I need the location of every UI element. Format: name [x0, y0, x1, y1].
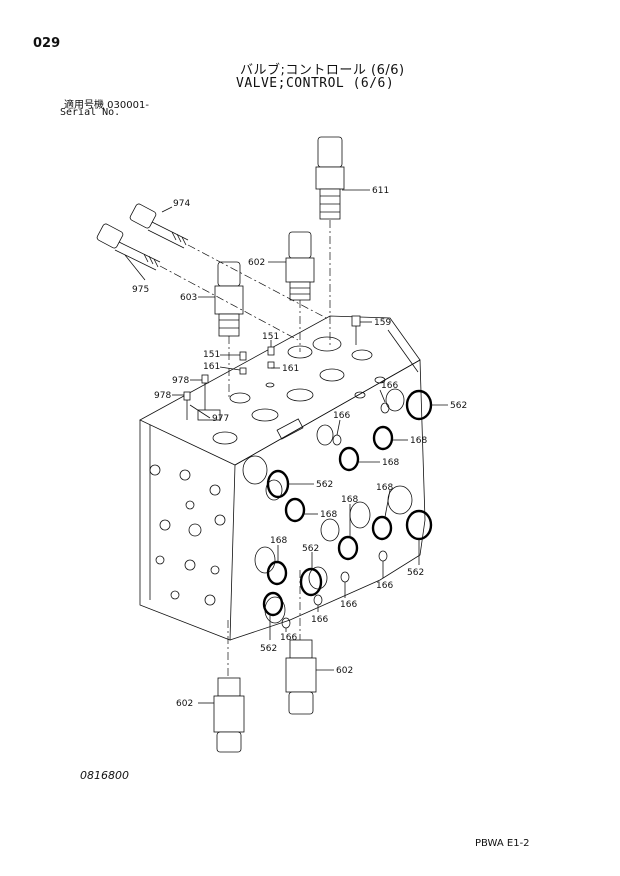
small-hardware: [183, 315, 361, 420]
label-166-bottom: 166: [280, 633, 297, 643]
o-ring-168-mid: [338, 446, 360, 472]
label-978-lower: 978: [154, 391, 171, 401]
label-611: 611: [372, 186, 389, 196]
label-602-upper: 602: [248, 258, 265, 268]
label-166-right: 166: [376, 581, 393, 591]
page-code: PBWA E1-2: [475, 838, 530, 849]
serial-label-japanese: 適用号機 030001-: [64, 100, 149, 111]
title-english: VALVE;CONTROL (6/6): [236, 76, 395, 91]
label-151-right: 151: [262, 332, 279, 342]
label-151-left: 151: [203, 350, 220, 360]
label-562-center: 562: [302, 544, 319, 554]
label-166-upper: 166: [381, 381, 398, 391]
label-975: 975: [132, 285, 149, 295]
label-159: 159: [374, 318, 391, 328]
o-ring-168-right: [371, 515, 393, 541]
label-168-center: 168: [341, 495, 358, 505]
label-974: 974: [173, 199, 190, 209]
label-168-right: 168: [376, 483, 393, 493]
label-166-center: 166: [340, 600, 357, 610]
o-ring-562-right: [405, 509, 433, 541]
o-ring-168-left: [284, 497, 306, 523]
valve-602-lower-left: [213, 620, 245, 753]
label-602-lower-right: 602: [336, 666, 353, 676]
part-labels: 611 974 975 602 603 159 151 151 161 161 …: [132, 186, 467, 709]
label-168-upper: 168: [410, 436, 427, 446]
label-166-lower: 166: [311, 615, 328, 625]
valve-611: [315, 136, 345, 345]
label-562-bottom: 562: [260, 644, 277, 654]
label-603: 603: [180, 293, 197, 303]
title-japanese: バルブ;コントロール (6/6): [240, 63, 405, 78]
label-168-lower: 168: [270, 536, 287, 546]
label-562-right: 562: [407, 568, 424, 578]
valve-602-lower-right: [285, 570, 317, 715]
valve-block: [139, 315, 426, 641]
serial-label-english: Serial No.: [60, 107, 121, 118]
o-ring-168-lower: [266, 560, 288, 586]
figure-code: 0816800: [80, 769, 129, 782]
o-ring-562-bottom: [262, 591, 284, 617]
bolt-975: [96, 223, 299, 341]
label-602-lower-left: 602: [176, 699, 193, 709]
label-168-mid: 168: [382, 458, 399, 468]
o-ring-168-upper: [372, 425, 394, 451]
o-ring-562-lower: [299, 567, 323, 597]
valve-603: [214, 261, 244, 398]
o-ring-562-upper: [405, 389, 433, 421]
bolt-974: [129, 203, 331, 321]
label-978-upper: 978: [172, 376, 189, 386]
label-161-right: 161: [282, 364, 299, 374]
label-166-mid: 166: [333, 411, 350, 421]
o-ring-168-right2: [337, 535, 359, 561]
label-977: 977: [212, 414, 229, 424]
label-161-left: 161: [203, 362, 220, 372]
leader-lines: [124, 189, 448, 704]
valve-602-upper: [285, 231, 315, 352]
o-ring-562-left: [266, 469, 290, 499]
label-562-left: 562: [316, 480, 333, 490]
label-168-left: 168: [320, 510, 337, 520]
label-562-upper: 562: [450, 401, 467, 411]
o-rings: [262, 389, 433, 617]
page-number: 029: [33, 36, 61, 51]
